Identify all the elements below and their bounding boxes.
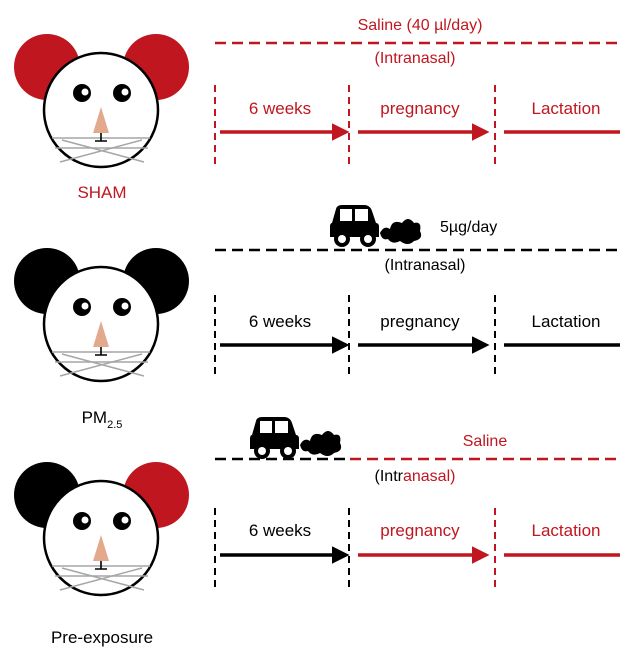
mouse-icon <box>14 34 189 169</box>
mouth <box>95 133 107 142</box>
route-label: (Intranasal) <box>375 50 456 67</box>
period-label: 6 weeks <box>249 521 311 540</box>
eye-highlight <box>81 516 89 524</box>
group-name-label: Pre-exposure <box>51 628 153 647</box>
mouth <box>95 561 107 570</box>
route-label: (Intranasal) <box>385 257 466 274</box>
group-name-label: SHAM <box>77 183 126 202</box>
period-label: pregnancy <box>380 312 460 331</box>
car-exhaust-icon <box>330 205 422 247</box>
route-label-red-part: anasal) <box>403 468 455 485</box>
group-0: SHAM Saline (40 µl/day) (Intranasal) 6 week… <box>14 17 620 202</box>
nose <box>93 321 109 347</box>
group-1: PM2.5 5µg/day (Intranasal) 6 weeks pregnancy… <box>14 205 620 431</box>
whisker <box>61 353 145 377</box>
mouse-icon <box>14 462 189 597</box>
eye-highlight <box>121 88 129 96</box>
period-label: Lactation <box>532 521 601 540</box>
group-name-subscript: 2.5 <box>107 419 122 431</box>
whisker <box>61 139 145 163</box>
mouse-icon <box>14 248 189 383</box>
period-label: pregnancy <box>380 521 460 540</box>
eye-highlight <box>81 88 89 96</box>
nose <box>93 535 109 561</box>
whisker <box>61 567 145 591</box>
agent-label: 5µg/day <box>440 219 497 236</box>
period-label: Lactation <box>532 312 601 331</box>
car-exhaust-icon <box>250 417 342 459</box>
mouth <box>95 347 107 356</box>
nose <box>93 107 109 133</box>
agent-label: Saline (40 µl/day) <box>358 17 483 34</box>
eye-highlight <box>121 302 129 310</box>
period-label: Lactation <box>532 99 601 118</box>
period-label: pregnancy <box>380 99 460 118</box>
group-name-label: PM2.5 <box>82 408 123 431</box>
group-2: Pre-exposure Saline (Intranasal) 6 weeks pre… <box>14 417 620 647</box>
agent-label: Saline <box>463 433 508 450</box>
route-label: (Intranasal) <box>375 468 456 485</box>
eye-highlight <box>81 302 89 310</box>
period-label: 6 weeks <box>249 99 311 118</box>
eye-highlight <box>121 516 129 524</box>
period-label: 6 weeks <box>249 312 311 331</box>
